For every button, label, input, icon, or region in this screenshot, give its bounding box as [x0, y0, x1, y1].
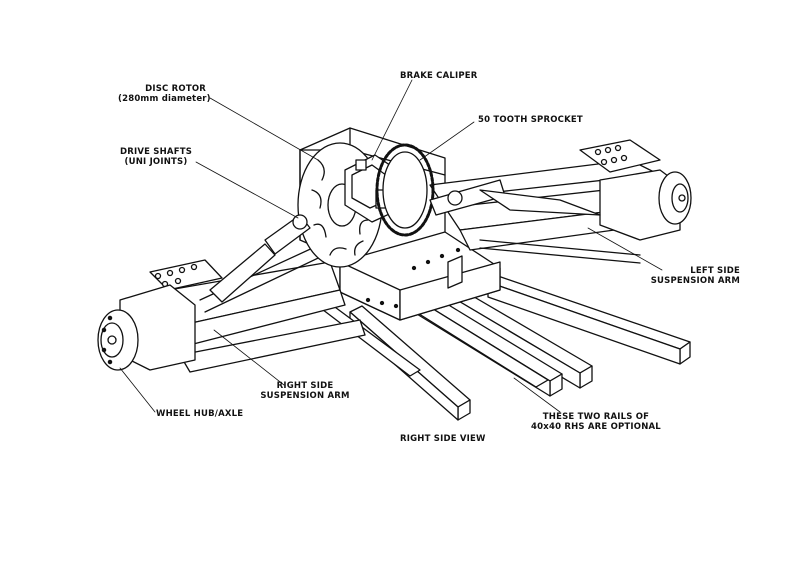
label-right-arm-line2: SUSPENSION ARM: [260, 391, 350, 401]
label-left-arm: LEFT SIDE SUSPENSION ARM: [648, 266, 740, 286]
label-sprocket-line1: 50 TOOTH SPROCKET: [478, 115, 583, 125]
label-rails-line2: 40x40 RHS ARE OPTIONAL: [531, 422, 661, 432]
label-left-arm-line2: SUSPENSION ARM: [650, 276, 740, 286]
view-caption-text: RIGHT SIDE VIEW: [400, 434, 486, 444]
sprocket: [375, 143, 435, 237]
label-left-arm-line1: LEFT SIDE: [690, 266, 740, 276]
label-rails: THESE TWO RAILS OF 40x40 RHS ARE OPTIONA…: [526, 412, 666, 432]
label-right-arm-line1: RIGHT SIDE: [276, 381, 334, 391]
view-caption: RIGHT SIDE VIEW: [400, 434, 486, 444]
label-drive-shafts-line1: DRIVE SHAFTS: [119, 147, 193, 157]
label-wheel-hub: WHEEL HUB/AXLE: [156, 409, 243, 419]
leader-lines: [119, 79, 663, 413]
label-brake-caliper: BRAKE CALIPER: [400, 71, 478, 81]
label-brake-caliper-line1: BRAKE CALIPER: [400, 71, 478, 81]
label-disc-rotor: DISC ROTOR (280mm diameter): [118, 84, 211, 104]
label-disc-rotor-line1: DISC ROTOR: [145, 84, 206, 94]
label-drive-shafts: DRIVE SHAFTS (UNI JOINTS): [114, 147, 198, 167]
floor-rails: [309, 275, 691, 421]
label-drive-shafts-line2: (UNI JOINTS): [124, 157, 188, 167]
label-disc-rotor-line2: (280mm diameter): [118, 94, 211, 104]
label-right-arm: RIGHT SIDE SUSPENSION ARM: [260, 381, 350, 401]
label-sprocket: 50 TOOTH SPROCKET: [478, 115, 583, 125]
drive-shafts: [209, 179, 601, 303]
right-suspension-arm: [97, 239, 366, 373]
label-rails-line1: THESE TWO RAILS OF: [542, 412, 650, 422]
label-wheel-hub-line1: WHEEL HUB/AXLE: [156, 409, 244, 419]
